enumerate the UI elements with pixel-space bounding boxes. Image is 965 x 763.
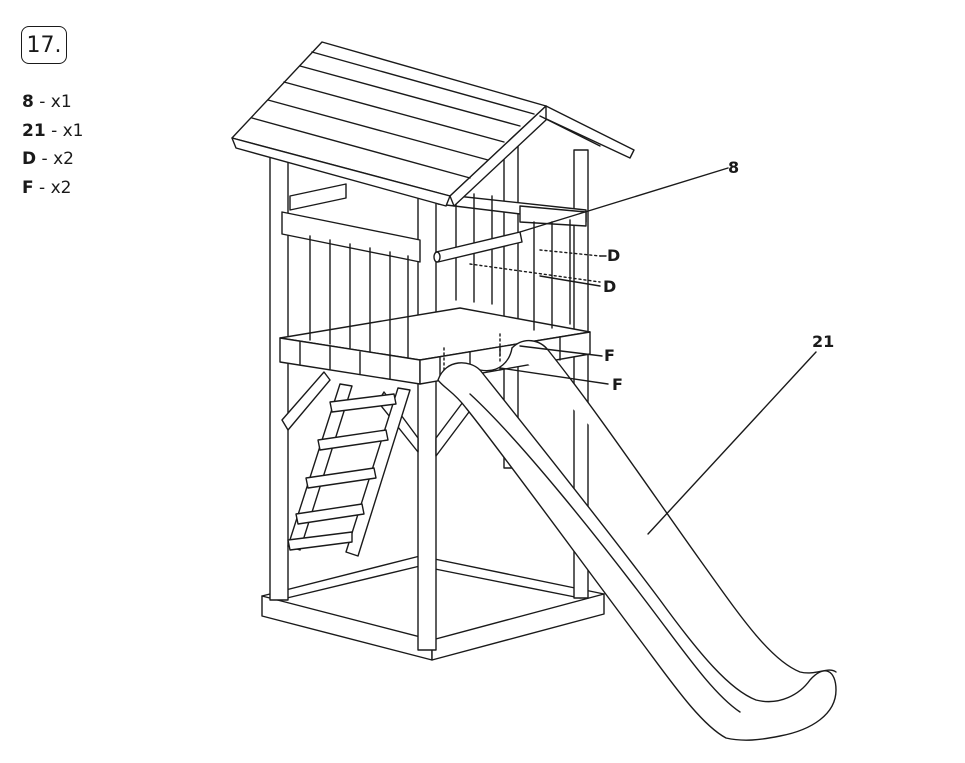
part-row-8: 8 - x1: [22, 88, 84, 117]
part-separator: -: [45, 120, 63, 141]
callout-part-d-upper: D: [607, 246, 621, 265]
ladder: [287, 383, 411, 557]
part-quantity: x1: [62, 120, 84, 141]
part-quantity: x2: [53, 149, 74, 169]
hardware-insertion-lines: [443, 249, 601, 371]
callout-part-8: 8: [728, 158, 740, 177]
callout-part-21: 21: [812, 332, 835, 351]
callout-part-f-lower: F: [612, 375, 623, 394]
front-posts: [269, 151, 437, 651]
slide-part-21: [437, 340, 837, 741]
part-separator: -: [33, 177, 51, 198]
part-id: 21: [22, 120, 46, 141]
part-quantity: x2: [50, 177, 72, 198]
leader-lines: [499, 167, 817, 535]
callout-part-d-lower: D: [603, 277, 617, 296]
callout-part-f-upper: F: [604, 346, 615, 365]
step-number-badge: 17.: [21, 26, 67, 64]
part-row-f: F - x2: [22, 174, 84, 203]
part-id: D: [22, 149, 37, 169]
part-separator: -: [33, 92, 51, 112]
part-id: F: [22, 177, 34, 198]
part-row-d: D - x2: [22, 145, 84, 174]
rear-posts: [503, 137, 589, 599]
part-row-21: 21 - x1: [22, 117, 84, 146]
part-separator: -: [36, 149, 54, 169]
part-id: 8: [22, 92, 34, 112]
part-quantity: x1: [50, 92, 72, 112]
parts-list: 8 - x1 21 - x1 D - x2 F - x2: [22, 88, 84, 202]
roof: [231, 41, 635, 207]
handle-bar-part-8: [433, 231, 523, 263]
